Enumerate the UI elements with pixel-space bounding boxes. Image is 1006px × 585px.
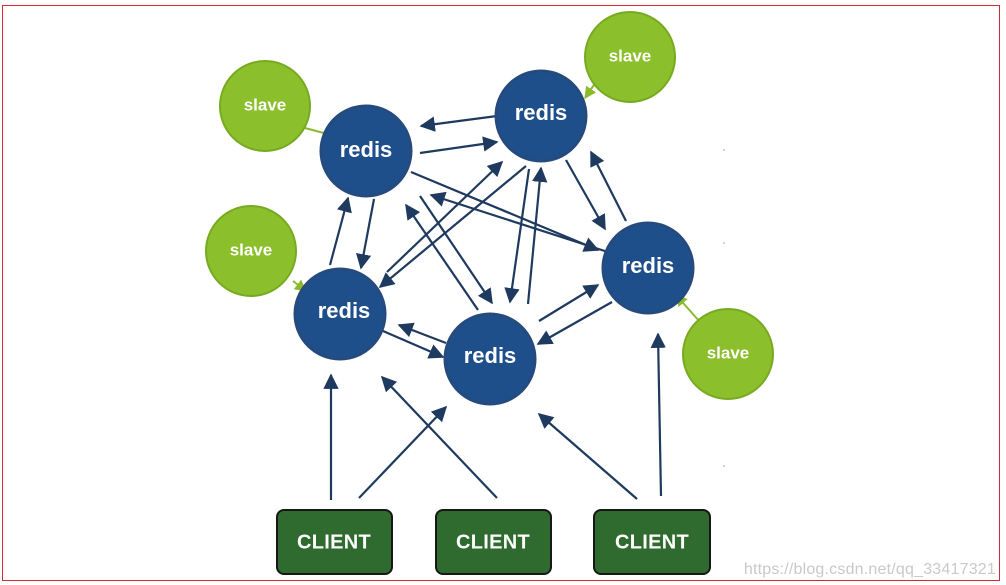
redis-node-right-label: redis [622,253,675,278]
redis-left-to-right-arrow [410,170,600,252]
client-arrows [323,332,666,500]
redis-node-left: redis [319,104,413,198]
slave-node-left-top: slave [219,60,311,152]
redis-top-to-right-arrow [565,159,606,231]
client-node-right-label: CLIENT [615,531,689,553]
redis-bottom-to-right-arrow [538,284,600,322]
slave-node-top-right: slave [584,11,676,103]
redis-bottom-to-mid-arrow [397,322,447,345]
client-node-middle-label: CLIENT [456,531,530,553]
redis-node-mid: redis [293,267,387,361]
client-2-to-redis-mid-arrow [380,375,498,499]
redis-node-bottom: redis [443,312,537,406]
client-node-left: CLIENT [276,509,393,575]
client-node-right: CLIENT [593,509,711,575]
slave-node-left-mid-label: slave [230,240,273,259]
redis-mid-to-top-arrow [386,160,504,273]
redis-top-to-mid-arrow [378,165,527,288]
redis-top-to-bottom-arrow [504,168,531,304]
small-dot [723,149,725,151]
slave-node-left-top-label: slave [244,95,287,114]
client-3-to-redis-bottom-arrow [537,412,638,500]
slave-node-left-mid: slave [205,205,297,297]
client-3-to-redis-right-arrow [650,332,666,497]
redis-right-to-left-arrow [429,191,612,255]
redis-bottom-to-top-arrow [526,166,548,305]
slave-node-right-label: slave [707,343,750,362]
redis-left-to-mid-arrow [355,198,376,270]
slave-node-top-right-label: slave [609,46,652,65]
watermark-text: https://blog.csdn.net/qq_33417321 [743,561,996,578]
redis-left-to-bottom-arrow [419,195,493,305]
redis-left-to-top-arrow [419,136,499,155]
redis-node-mid-label: redis [318,298,371,323]
redis-node-bottom-label: redis [464,343,517,368]
small-right-dots [723,149,725,467]
redis-mid-to-bottom-arrow [382,329,445,359]
redis-mid-to-left-arrow [328,196,352,266]
slave-node-right: slave [682,308,774,400]
redis-bottom-to-left-arrow [405,203,479,311]
redis-top-to-left-arrow [419,114,498,132]
redis-right-to-top-arrow [590,150,627,222]
redis-node-top-label: redis [515,100,568,125]
small-dot [723,242,725,244]
small-dot [723,465,725,467]
redis-connection-arrows [328,114,627,359]
redis-node-left-label: redis [340,137,393,162]
client-node-middle: CLIENT [435,509,552,575]
redis-node-right: redis [601,221,695,315]
redis-node-top: redis [494,69,588,163]
client-node-left-label: CLIENT [297,531,371,553]
redis-right-to-bottom-arrow [536,301,613,345]
client-1-to-redis-bottom-arrow [358,405,448,499]
